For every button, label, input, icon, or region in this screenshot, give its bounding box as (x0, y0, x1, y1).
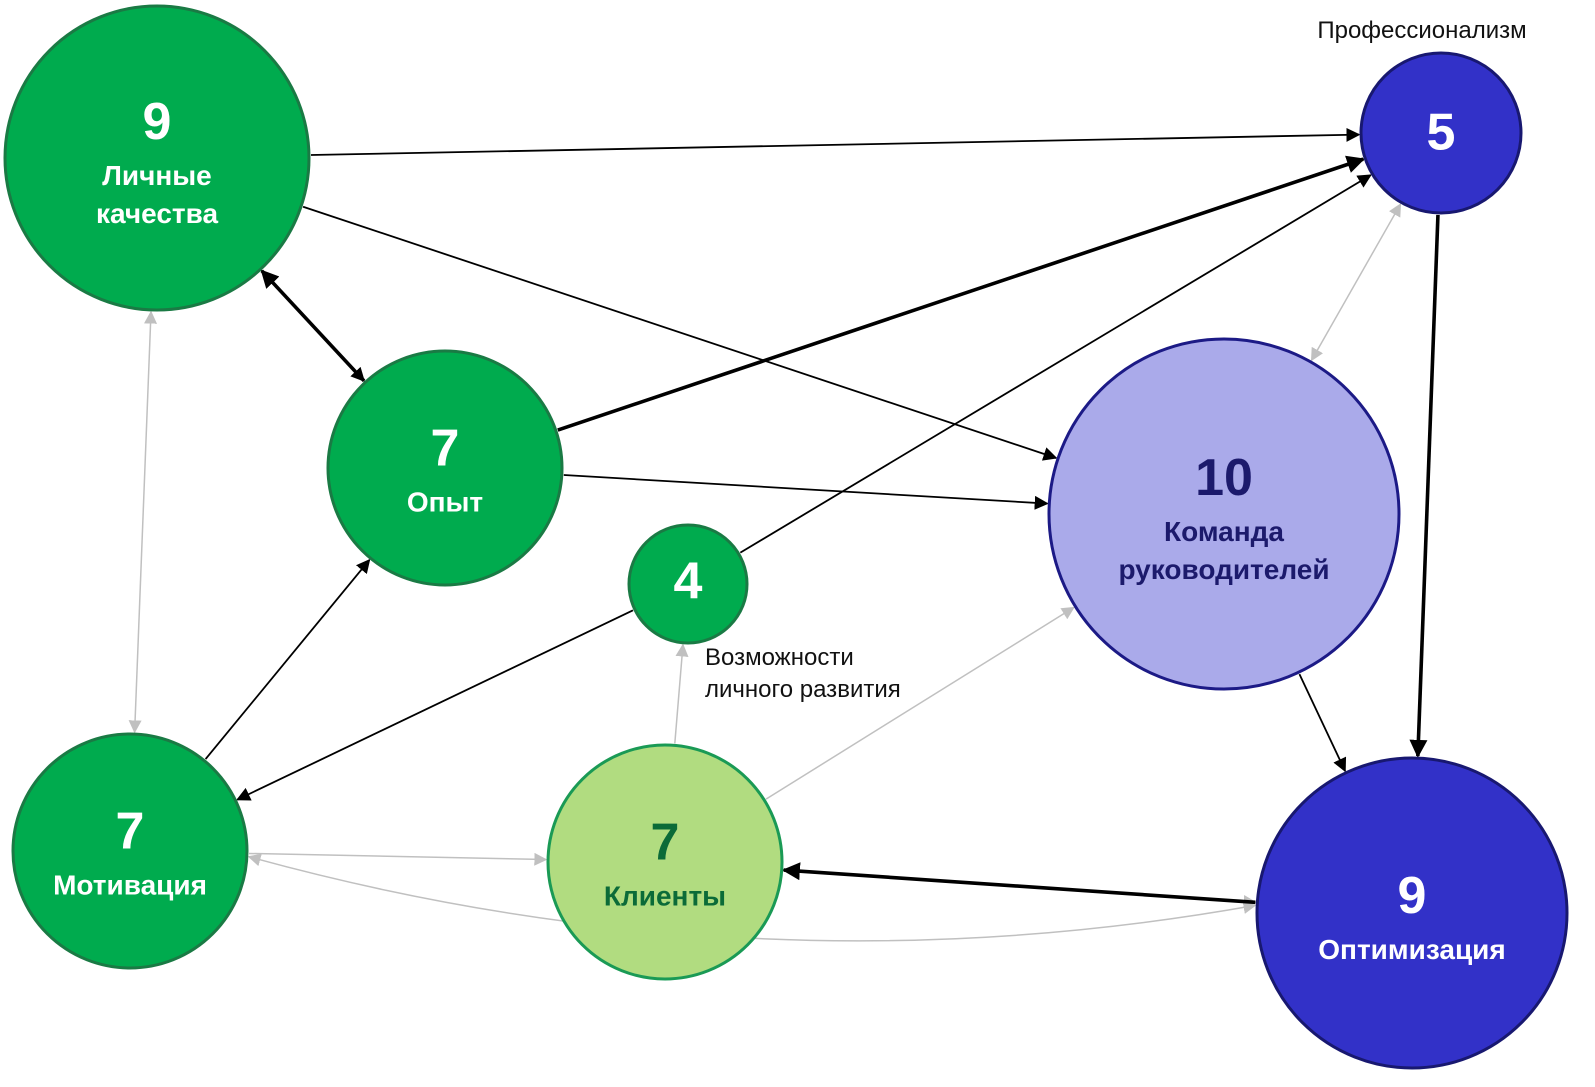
edge-motivation-to-personal (128, 310, 158, 734)
edge-team-to-professionalism (1310, 203, 1402, 362)
node-professionalism: 5 Профессионализм (1317, 17, 1527, 215)
node-score-personal: 9 (143, 93, 172, 151)
node-label-personal-1: качества (96, 198, 218, 229)
node-score-growth: 4 (674, 553, 703, 611)
edge-professionalism-to-optimization (1409, 214, 1440, 758)
node-circle-personal (3, 4, 311, 312)
edge-optimization-to-clients (781, 862, 1256, 905)
node-label-personal-0: Личные (102, 160, 212, 191)
edge-motivation-to-clients (248, 852, 548, 866)
node-score-clients: 7 (651, 814, 680, 872)
edge-growth-to-professionalism (739, 174, 1372, 554)
node-label-team-1: руководителей (1118, 554, 1329, 585)
node-circle-growth (627, 523, 749, 645)
node-caption-growth-1: личного развития (705, 676, 901, 703)
node-circle-motivation (11, 732, 249, 970)
node-label-team-0: Команда (1164, 516, 1284, 547)
node-caption-professionalism-0: Профессионализм (1317, 17, 1526, 44)
node-score-motivation: 7 (116, 803, 145, 861)
node-score-experience: 7 (431, 420, 460, 478)
edge-team-to-optimization (1298, 673, 1347, 773)
node-circle-experience (326, 349, 564, 587)
node-score-professionalism: 5 (1427, 104, 1456, 162)
node-caption-growth-0: Возможности (705, 644, 854, 671)
node-circle-professionalism (1359, 51, 1523, 215)
node-label-clients-0: Клиенты (604, 881, 726, 912)
edge-clients-to-team (765, 606, 1075, 800)
edge-experience-to-team (563, 474, 1049, 510)
edge-experience-to-personal (260, 269, 366, 383)
node-score-team: 10 (1195, 449, 1253, 507)
edge-experience-to-professionalism (557, 155, 1365, 432)
edge-clients-to-growth (674, 643, 689, 744)
nodes-layer: 9Личныекачества7Опыт4Возможностиличного … (3, 4, 1569, 1070)
node-circle-optimization (1255, 756, 1569, 1070)
node-label-motivation-0: Мотивация (53, 870, 207, 901)
node-label-optimization-0: Оптимизация (1318, 934, 1505, 965)
edge-motivation-to-experience (204, 558, 371, 760)
node-circle-team (1047, 337, 1401, 691)
edge-personal-to-team (302, 205, 1058, 461)
edge-growth-to-motivation (236, 609, 634, 801)
edges-layer (128, 127, 1440, 942)
node-label-experience-0: Опыт (407, 487, 483, 518)
edge-personal-to-professionalism (310, 127, 1361, 156)
node-circle-clients (546, 743, 784, 981)
node-score-optimization: 9 (1398, 867, 1427, 925)
